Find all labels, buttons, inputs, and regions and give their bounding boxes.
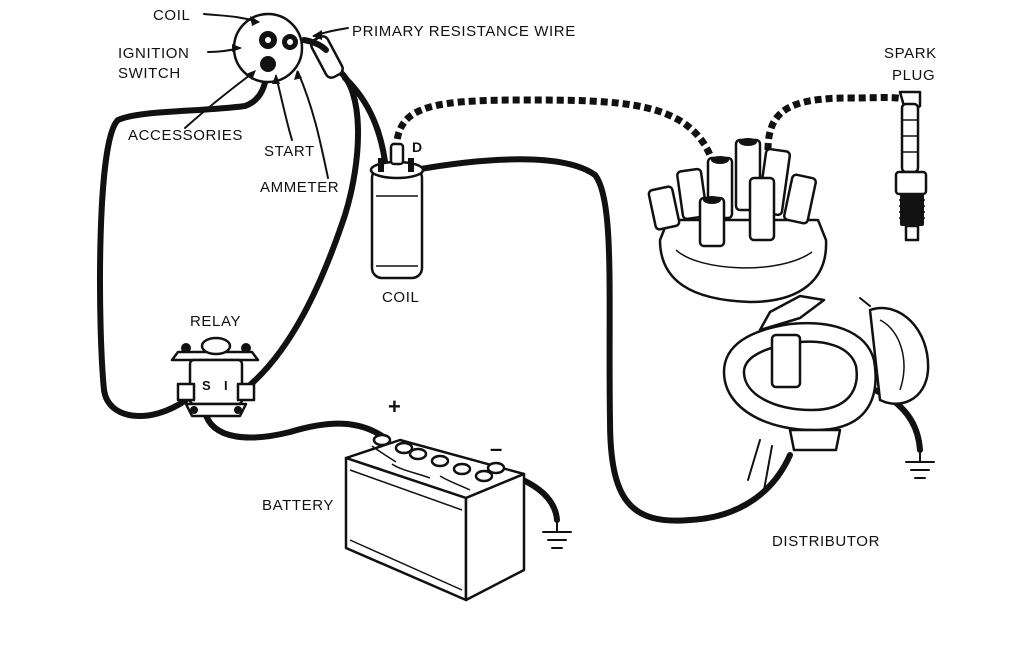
ignition-coil xyxy=(369,142,425,280)
label-ignition: IGNITION xyxy=(118,45,189,62)
starter-relay xyxy=(170,336,260,418)
label-accessories: ACCESSORIES xyxy=(128,127,243,144)
resistance-wire-connector xyxy=(301,35,344,79)
wire-primary-resistance xyxy=(342,75,389,173)
wire-coil-to-distributor xyxy=(412,156,793,524)
label-spark: SPARK xyxy=(884,45,937,62)
coil-body xyxy=(370,166,424,280)
label-primary-resistance-wire: PRIMARY RESISTANCE WIRE xyxy=(352,23,576,40)
label-coil-top: COIL xyxy=(153,7,190,24)
battery-cells xyxy=(372,433,506,483)
distributor-body xyxy=(722,294,930,491)
leader-lines xyxy=(184,13,349,179)
wire-ammeter-to-relay xyxy=(247,67,362,388)
label-coil: COIL xyxy=(382,289,419,306)
label-ammeter: AMMETER xyxy=(260,179,339,196)
distributor-cap xyxy=(647,138,828,304)
label-battery-minus: – xyxy=(490,436,503,461)
relay-body xyxy=(188,358,244,406)
label-coil-terminal: D xyxy=(412,139,423,155)
label-relay-i: I xyxy=(224,378,228,393)
spark-plug xyxy=(894,90,928,242)
label-plug: PLUG xyxy=(892,67,935,84)
high-tension-wires xyxy=(392,94,907,162)
label-distributor: DISTRIBUTOR xyxy=(772,533,880,550)
battery xyxy=(344,433,526,602)
ignition-switch xyxy=(232,12,304,84)
ground-icon xyxy=(542,519,572,549)
ht-wire-coil-to-cap xyxy=(392,96,716,162)
label-battery: BATTERY xyxy=(262,497,334,514)
ht-wire-cap-to-plug xyxy=(764,94,907,151)
ground-icon xyxy=(905,449,935,479)
wire-relay-to-battery-positive xyxy=(202,409,388,441)
vacuum-advance xyxy=(868,306,930,405)
label-switch: SWITCH xyxy=(118,65,181,82)
label-relay: RELAY xyxy=(190,313,241,330)
label-relay-s: S xyxy=(202,378,211,393)
label-battery-plus: + xyxy=(388,394,401,419)
wire-switch-to-relay-left xyxy=(97,61,271,419)
labels: COIL IGNITION SWITCH PRIMARY RESISTANCE … xyxy=(118,7,937,550)
label-start: START xyxy=(264,143,315,160)
cap-body xyxy=(658,218,828,304)
